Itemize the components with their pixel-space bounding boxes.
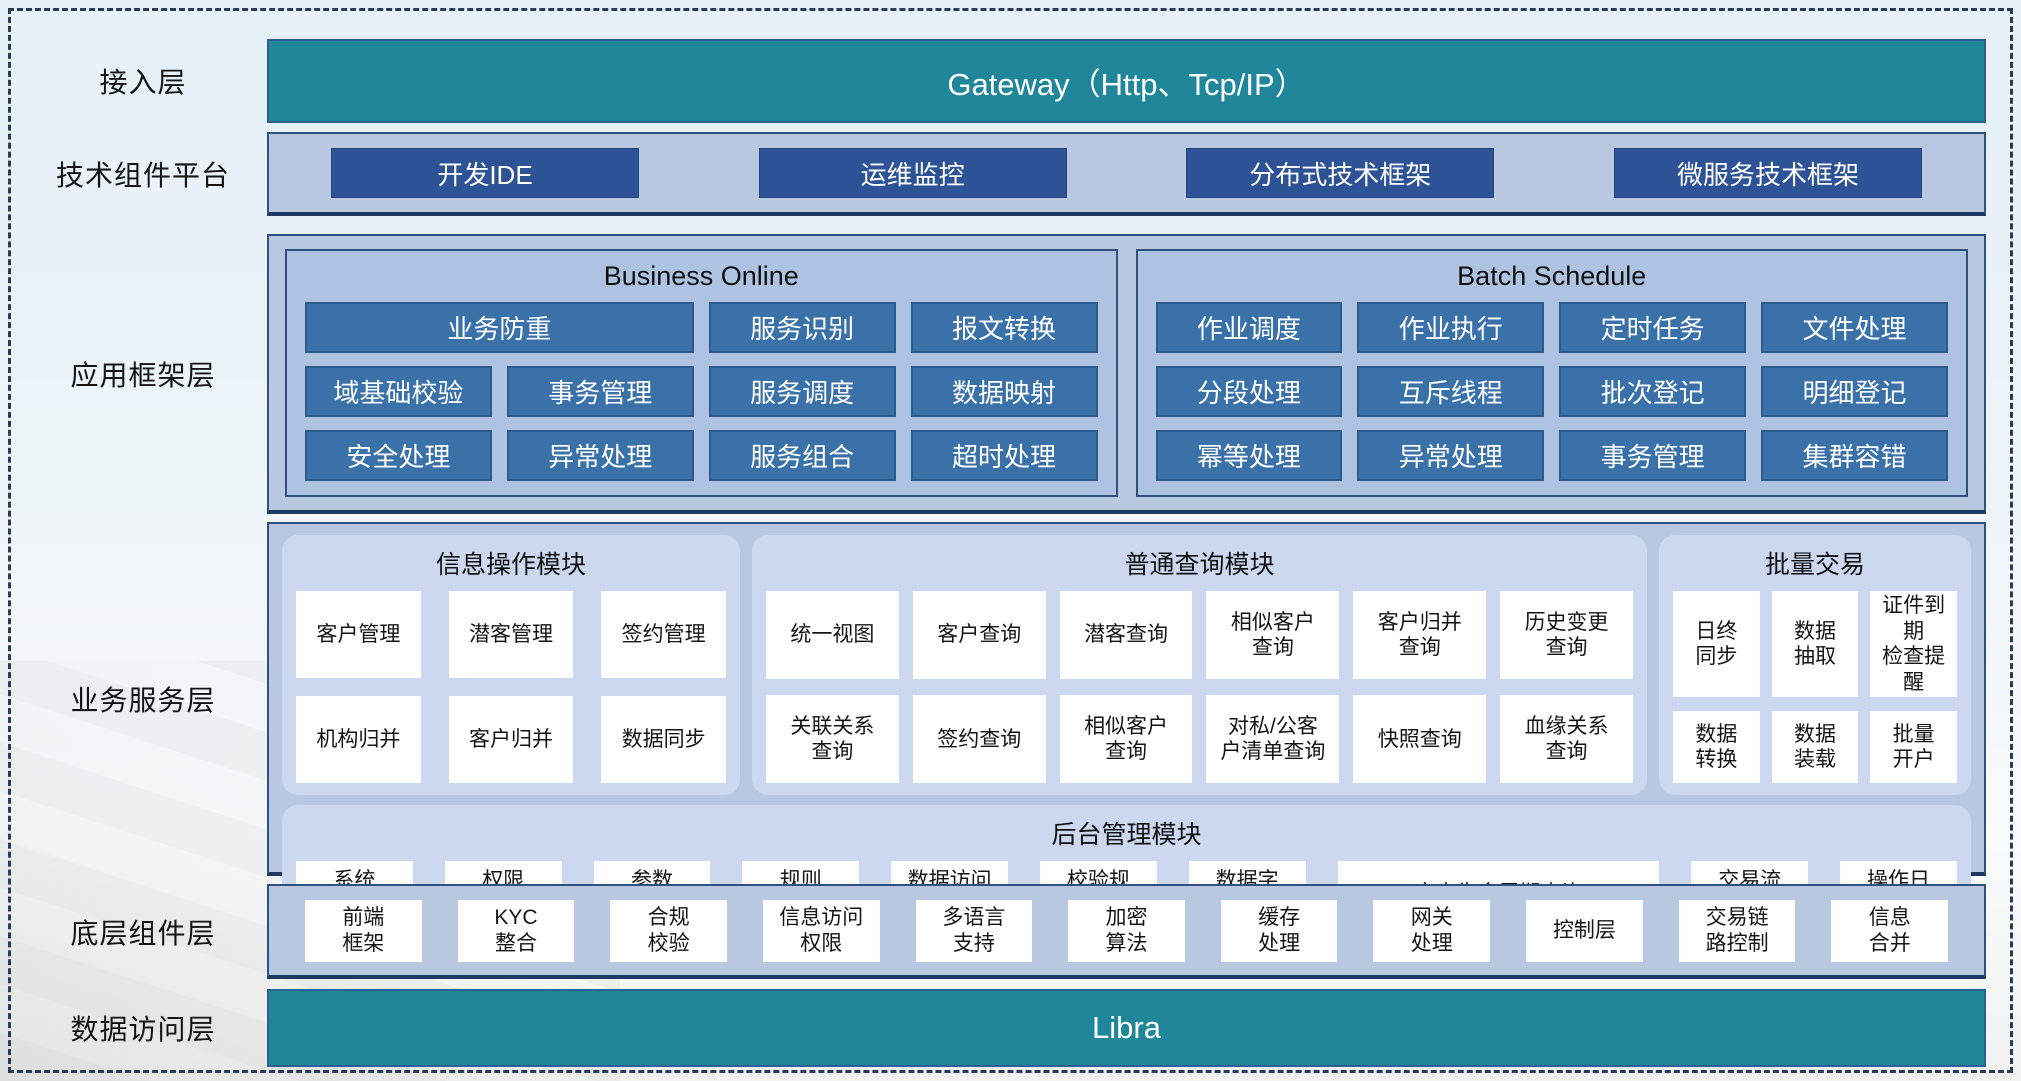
module-box: 相似客户 查询 [1059,695,1193,784]
tech-platform-band: 技术组件平台 开发IDE 运维监控 分布式技术框架 微服务技术框架 [19,132,1996,216]
info-ops-title: 信息操作模块 [435,551,586,579]
tech-platform-label: 技术组件平台 [55,160,230,191]
base-components-band: 底层组件层 前端 框架 KYC 整合 合规 校验 信息访问 权限 多语言 支持 … [19,884,1996,979]
module-box: 异常处理 [1357,430,1545,481]
module-box: 文件处理 [1761,302,1948,353]
module-box: 历史变更 查询 [1500,591,1633,680]
module-box: 业务防重 [305,302,694,353]
module-box: 数据 装载 [1771,711,1859,784]
query-panel: 普通查询模块 统一视图 客户查询 潜客查询 相似客户 查询 客户归并 查询 历史… [752,535,1647,796]
app-framework-panel: Business Online 业务防重 服务识别 报文转换 域基础校验 事务管… [267,234,1986,514]
module-box: 加密 算法 [1068,899,1185,962]
module-box: 批量 开户 [1870,711,1957,784]
base-components-panel: 前端 框架 KYC 整合 合规 校验 信息访问 权限 多语言 支持 加密 算法 … [267,884,1986,979]
tech-button-dev-ide: 开发IDE [331,148,639,198]
module-box: 网关 处理 [1373,899,1491,962]
tech-button-microservice-framework: 微服务技术框架 [1613,148,1922,198]
module-box: 客户归并 [448,696,574,784]
module-box: 交易链 路控制 [1678,899,1796,962]
module-box: 信息访问 权限 [762,899,880,962]
module-box: 服务调度 [708,366,896,417]
data-access-band: 数据访问层 Libra [19,989,1996,1067]
module-box: 事务管理 [1559,430,1747,481]
module-box: 数据 抽取 [1771,591,1859,698]
module-box: 报文转换 [910,302,1098,353]
business-online-panel: Business Online 业务防重 服务识别 报文转换 域基础校验 事务管… [285,249,1118,497]
module-box: 服务识别 [708,302,896,353]
module-box: KYC 整合 [457,899,575,962]
base-components-label: 底层组件层 [70,917,216,949]
app-framework-band: 应用框架层 Business Online 业务防重 服务识别 报文转换 域基础… [19,234,1996,514]
module-box: 机构归并 [296,696,421,784]
module-box: 异常处理 [506,430,694,481]
module-box: 客户管理 [296,591,421,679]
architecture-diagram-frame: 接入层 Gateway（Http、Tcp/IP） 技术组件平台 开发IDE 运维… [8,8,2013,1073]
module-box: 数据 转换 [1673,711,1760,784]
module-box: 多语言 支持 [915,899,1033,962]
batch-trade-title: 批量交易 [1764,551,1865,579]
module-box: 客户查询 [912,591,1046,680]
module-box: 数据同步 [601,696,726,784]
tech-platform-panel: 开发IDE 运维监控 分布式技术框架 微服务技术框架 [267,132,1986,216]
module-box: 合规 校验 [610,899,727,962]
module-box: 签约管理 [601,591,726,679]
business-service-label: 业务服务层 [70,685,216,716]
module-box: 数据映射 [910,366,1098,417]
batch-schedule-title: Batch Schedule [1457,261,1647,291]
access-layer-band: 接入层 Gateway（Http、Tcp/IP） [19,39,1996,123]
module-box: 潜客查询 [1059,591,1193,680]
module-box: 前端 框架 [305,899,422,962]
module-box: 日终 同步 [1673,591,1760,698]
module-box: 相似客户 查询 [1206,591,1340,680]
module-box: 缓存 处理 [1220,899,1338,962]
business-online-title: Business Online [603,261,799,291]
business-service-panel: 信息操作模块 客户管理 潜客管理 签约管理 机构归并 客户归并 数据同步 普通查… [267,522,1986,938]
business-service-band: 业务服务层 信息操作模块 客户管理 潜客管理 签约管理 机构归并 客户归并 数据… [19,522,1996,938]
module-box: 统一视图 [766,591,899,680]
module-box: 作业调度 [1155,302,1343,353]
module-box: 证件到期 检查提醒 [1870,591,1957,698]
gateway-bar: Gateway（Http、Tcp/IP） [267,39,1986,123]
module-box: 事务管理 [506,366,694,417]
data-access-label: 数据访问层 [70,1014,216,1045]
module-box: 安全处理 [305,430,492,481]
module-box: 信息 合并 [1831,899,1949,962]
module-box: 分段处理 [1155,366,1343,417]
module-box: 客户归并 查询 [1353,591,1487,680]
admin-title: 后台管理模块 [1051,821,1202,850]
app-framework-label: 应用框架层 [70,360,216,391]
module-box: 定时任务 [1559,302,1747,353]
access-layer-label: 接入层 [99,67,187,98]
module-box: 快照查询 [1353,695,1487,784]
module-box: 关联关系 查询 [766,695,899,784]
module-box: 潜客管理 [448,591,574,679]
module-box: 血缘关系 查询 [1500,695,1633,784]
admin-panel: 后台管理模块 系统 管理 权限 管理 参数 管理 规则 配置 数据访问 控制 校… [282,805,1971,938]
tech-button-distributed-framework: 分布式技术框架 [1186,148,1495,198]
module-box: 超时处理 [910,430,1098,481]
module-box: 明细登记 [1761,366,1948,417]
module-box: 批次登记 [1559,366,1747,417]
module-box: 幂等处理 [1155,430,1343,481]
module-box: 作业执行 [1357,302,1545,353]
batch-schedule-panel: Batch Schedule 作业调度 作业执行 定时任务 文件处理 分段处理 … [1135,249,1968,497]
module-box: 控制层 [1526,899,1643,962]
libra-bar: Libra [267,989,1986,1067]
tech-button-ops-monitoring: 运维监控 [758,148,1067,198]
batch-trade-panel: 批量交易 日终 同步 数据 抽取 证件到期 检查提醒 数据 转换 数据 装载 批… [1659,535,1971,796]
module-box: 域基础校验 [305,366,492,417]
query-title: 普通查询模块 [1124,551,1275,579]
module-box: 签约查询 [912,695,1046,784]
info-ops-panel: 信息操作模块 客户管理 潜客管理 签约管理 机构归并 客户归并 数据同步 [282,535,740,796]
module-box: 集群容错 [1761,430,1948,481]
module-box: 对私/公客 户清单查询 [1206,695,1340,784]
module-box: 服务组合 [708,430,896,481]
module-box: 互斥线程 [1357,366,1545,417]
